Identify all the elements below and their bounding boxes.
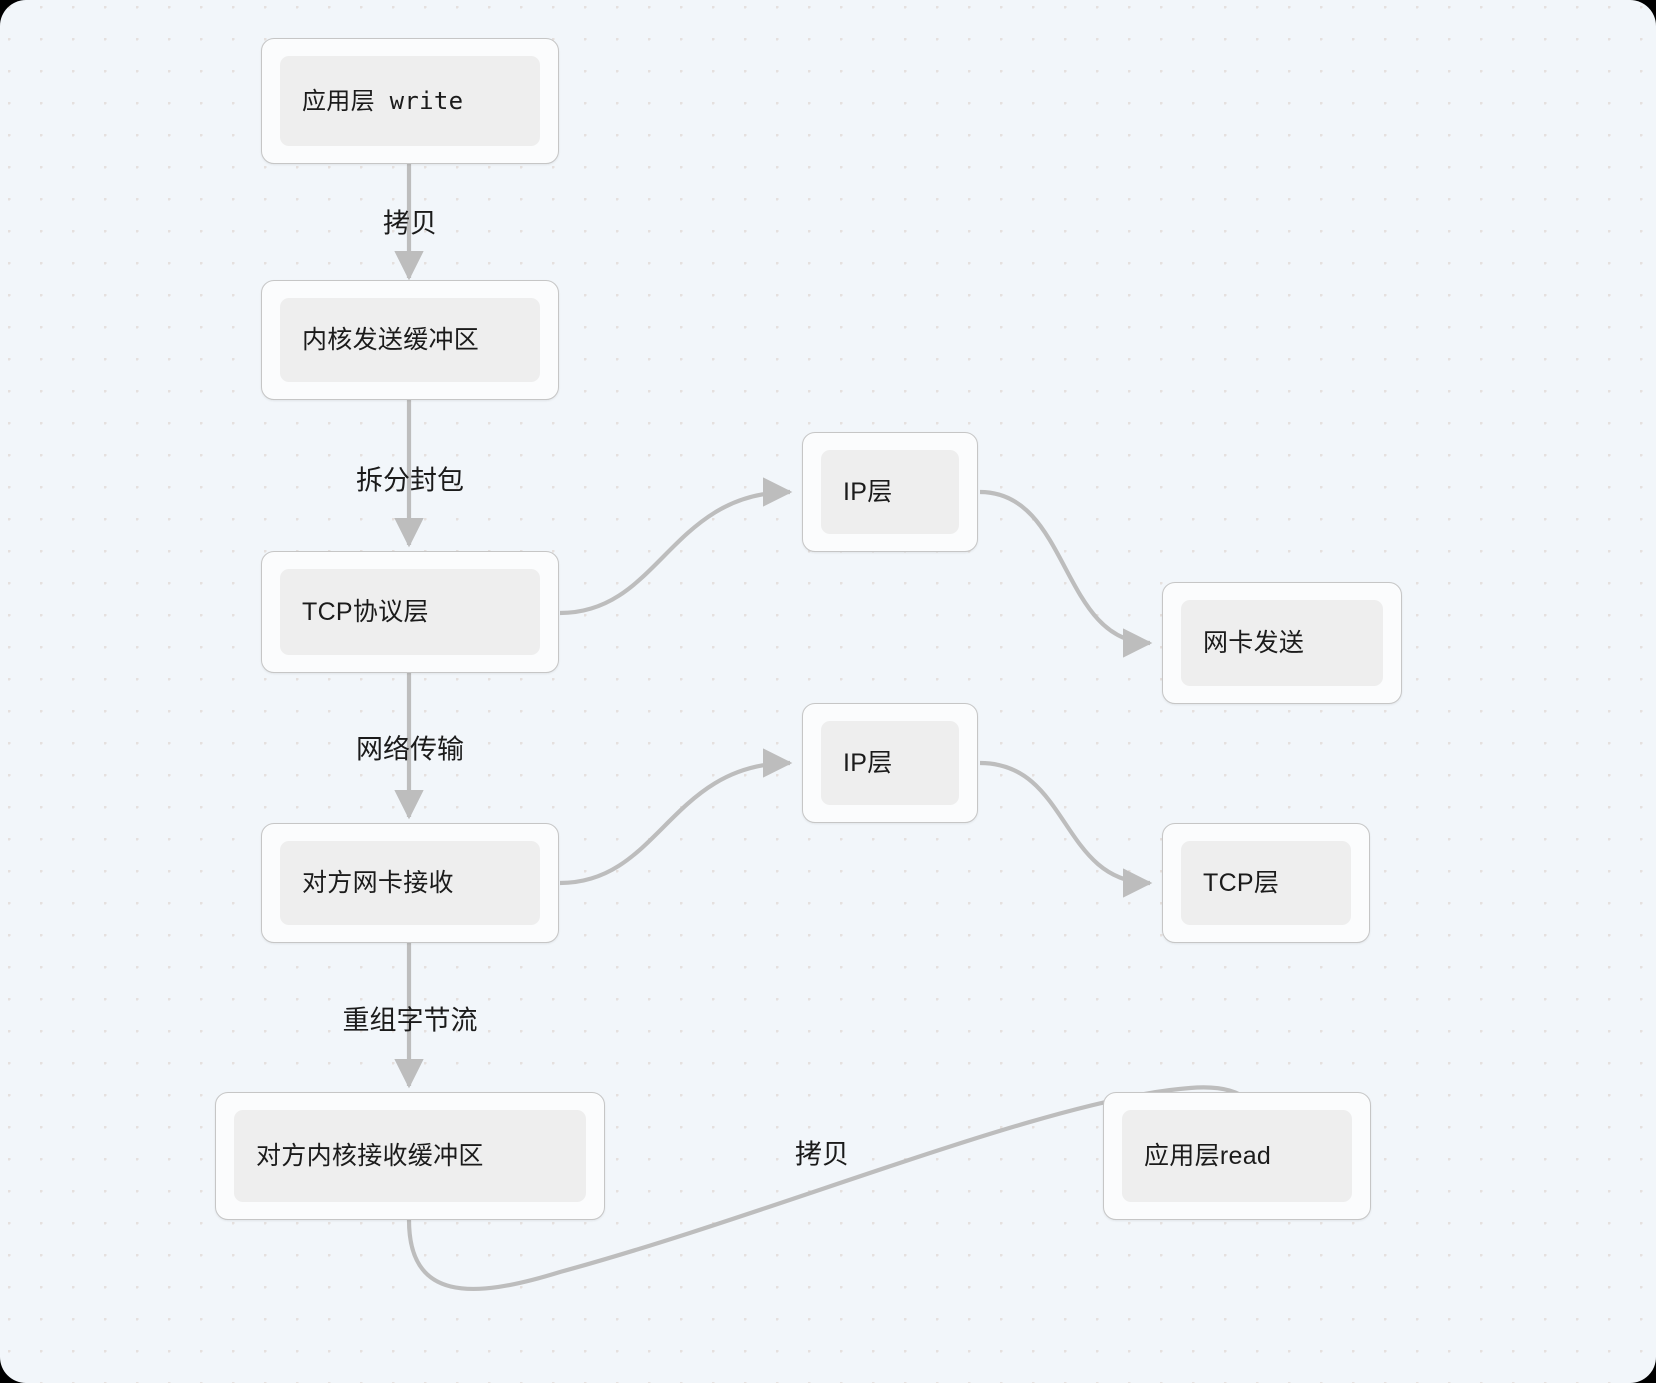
- node-kernel-send-buf[interactable]: 内核发送缓冲区: [261, 280, 559, 400]
- edge-label-reassemble: 重组字节流: [342, 1005, 478, 1036]
- node-app-write-inner: 应用层 write: [280, 56, 540, 146]
- node-tcp-layer-recv[interactable]: TCP层: [1162, 823, 1370, 943]
- node-ip-layer-send-label: IP层: [843, 477, 893, 506]
- node-app-read-label: 应用层read: [1144, 1141, 1272, 1170]
- node-peer-nic-recv-label: 对方网卡接收: [302, 868, 454, 897]
- node-kernel-send-buf-label: 内核发送缓冲区: [302, 325, 480, 354]
- edge-label-copy-send: 拷贝: [383, 208, 437, 239]
- edge-ip-recv-to-tcp-recv: [979, 760, 1153, 898]
- node-ip-layer-recv[interactable]: IP层: [802, 703, 978, 823]
- node-tcp-proto[interactable]: TCP协议层: [261, 551, 559, 673]
- node-peer-nic-recv-inner: 对方网卡接收: [280, 841, 540, 925]
- edge-ip-send-to-nic-send: [979, 489, 1153, 658]
- edge-label-network-xfer: 网络传输: [356, 734, 464, 765]
- node-peer-kernel-buf-label: 对方内核接收缓冲区: [256, 1141, 484, 1170]
- edge-label-copy-recv: 拷贝: [795, 1139, 849, 1170]
- node-tcp-layer-recv-inner: TCP层: [1181, 841, 1351, 925]
- node-ip-layer-recv-inner: IP层: [821, 721, 959, 805]
- node-ip-layer-recv-label: IP层: [843, 748, 893, 777]
- node-peer-nic-recv[interactable]: 对方网卡接收: [261, 823, 559, 943]
- node-peer-kernel-buf[interactable]: 对方内核接收缓冲区: [215, 1092, 605, 1220]
- node-tcp-layer-recv-label: TCP层: [1203, 868, 1280, 897]
- node-peer-kernel-buf-inner: 对方内核接收缓冲区: [234, 1110, 586, 1202]
- node-kernel-send-buf-inner: 内核发送缓冲区: [280, 298, 540, 382]
- node-app-write[interactable]: 应用层 write: [261, 38, 559, 164]
- node-app-write-label: 应用层 write: [302, 87, 464, 115]
- node-nic-send-label: 网卡发送: [1203, 628, 1305, 657]
- node-tcp-proto-inner: TCP协议层: [280, 569, 540, 655]
- node-app-read-inner: 应用层read: [1122, 1110, 1352, 1202]
- edge-peer-nic-to-ip-recv: [559, 748, 793, 886]
- node-nic-send[interactable]: 网卡发送: [1162, 582, 1402, 704]
- node-nic-send-inner: 网卡发送: [1181, 600, 1383, 686]
- node-tcp-proto-label: TCP协议层: [302, 597, 429, 626]
- edge-tcp-to-ip-send: [559, 477, 793, 616]
- node-ip-layer-send-inner: IP层: [821, 450, 959, 534]
- node-app-read[interactable]: 应用层read: [1103, 1092, 1371, 1220]
- node-ip-layer-send[interactable]: IP层: [802, 432, 978, 552]
- edge-label-split-packet: 拆分封包: [356, 465, 464, 496]
